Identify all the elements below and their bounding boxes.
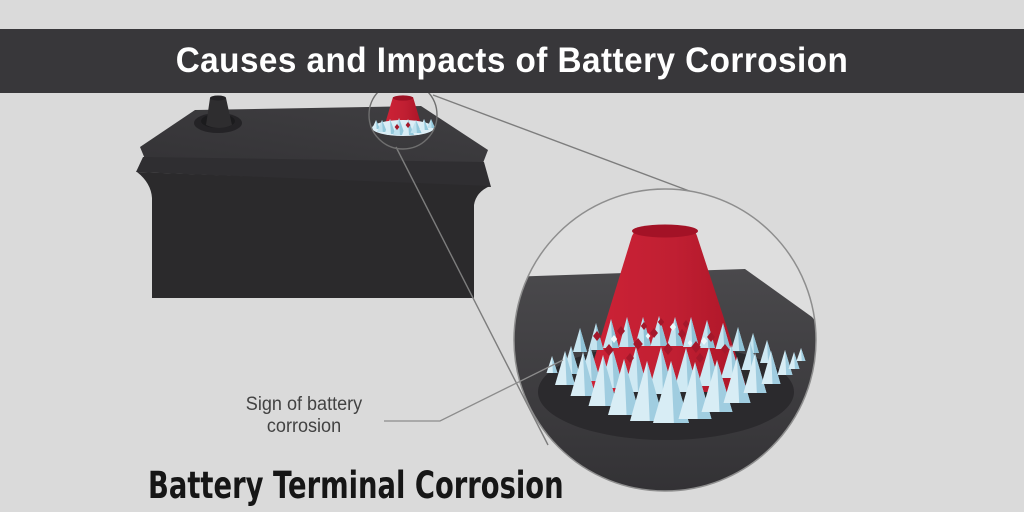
battery xyxy=(136,95,491,298)
callout-line-upper xyxy=(432,94,701,196)
magnified-view xyxy=(513,188,817,492)
battery-top-face xyxy=(140,106,488,163)
battery-body xyxy=(137,172,490,298)
magnified-corrosion-crystals xyxy=(546,316,806,423)
page-title: Causes and Impacts of Battery Corrosion xyxy=(175,41,849,80)
magnifier-big-circle xyxy=(513,188,817,492)
negative-terminal xyxy=(194,95,242,133)
callout-line-lower xyxy=(395,146,549,446)
positive-terminal xyxy=(385,95,421,124)
magnified-terminal xyxy=(584,224,748,392)
sign-of-corrosion-label: Sign of battery corrosion xyxy=(209,394,399,438)
sign-label-line2: corrosion xyxy=(266,416,342,437)
corrosion-crystals-small xyxy=(372,118,435,136)
caption-title: Battery Terminal Corrosion xyxy=(148,464,564,507)
header-band: Causes and Impacts of Battery Corrosion xyxy=(0,29,1024,93)
battery-lip xyxy=(136,157,491,187)
leader-line xyxy=(384,359,564,422)
sign-label-line1: Sign of battery xyxy=(245,394,363,415)
